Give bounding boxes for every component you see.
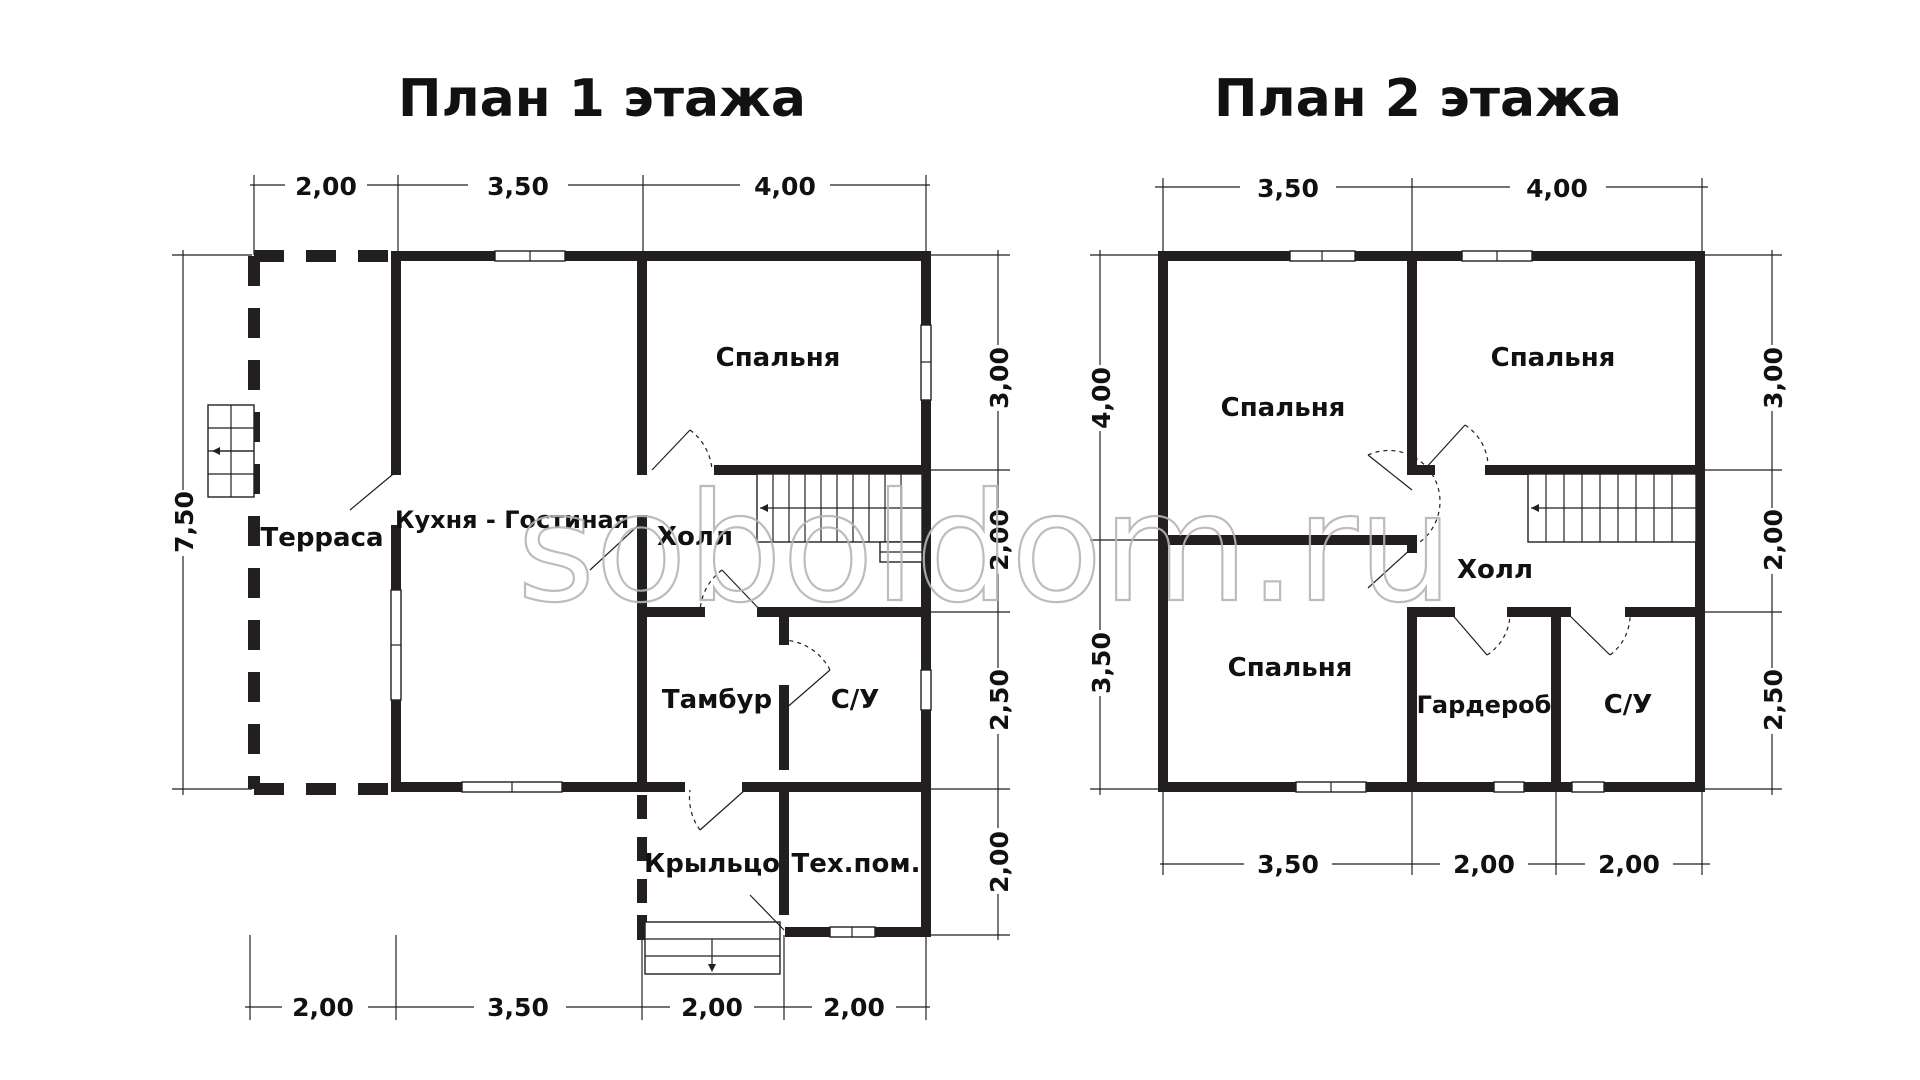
plan-2-windows xyxy=(1289,250,1605,793)
dim-bottom-3: 2,00 xyxy=(681,993,743,1022)
room2-bathroom: С/У xyxy=(1604,690,1653,720)
room-tech: Тех.пом. xyxy=(792,849,921,879)
plan-1-dims-right: 3,00 2,00 2,50 2,00 xyxy=(926,250,1014,940)
dim-top-3: 4,00 xyxy=(754,172,816,201)
room-kitchen-living: Кухня - Гостиная xyxy=(395,506,629,534)
room-terrace: Терраса xyxy=(260,523,383,553)
dim2-top-1: 3,50 xyxy=(1257,174,1319,203)
plan-2-dims-left: 4,00 3,50 xyxy=(1085,250,1163,795)
dim2-left-2: 3,50 xyxy=(1087,632,1116,694)
dim-bottom-1: 2,00 xyxy=(292,993,354,1022)
plan-2-doors xyxy=(1367,424,1631,656)
plan-2-walls xyxy=(1158,251,1705,792)
room2-bedroom-right-top: Спальня xyxy=(1491,343,1616,373)
dim2-left-1: 4,00 xyxy=(1087,367,1116,429)
room-vestibule: Тамбур xyxy=(662,685,772,715)
dim2-bottom-2: 2,00 xyxy=(1453,850,1515,879)
dim-bottom-2: 3,50 xyxy=(487,993,549,1022)
dim-left-1: 7,50 xyxy=(170,491,199,553)
dim2-right-2: 2,00 xyxy=(1759,509,1788,571)
plan-2: План 2 этажа 3,50 4,00 3,50 2,00 2,00 xyxy=(1085,69,1788,880)
plan-2-title: План 2 этажа xyxy=(1214,69,1622,129)
room-bedroom: Спальня xyxy=(716,343,841,373)
dim2-top-2: 4,00 xyxy=(1526,174,1588,203)
dim-bottom-4: 2,00 xyxy=(823,993,885,1022)
room-hall: Холл xyxy=(657,522,733,552)
plan-1-dims-top: 2,00 3,50 4,00 xyxy=(250,168,930,255)
dim2-right-3: 2,50 xyxy=(1759,669,1788,731)
watermark: soboldom.ru xyxy=(517,462,1453,636)
terrace-stairs xyxy=(207,404,255,498)
plan-2-rooms: Спальня Спальня Спальня Холл Гардероб С/… xyxy=(1221,343,1653,720)
room-porch: Крыльцо xyxy=(644,849,780,879)
room-bathroom: С/У xyxy=(831,685,880,715)
porch-stairs xyxy=(644,921,781,975)
plan-1-title: План 1 этажа xyxy=(398,69,806,129)
dim-right-1: 3,00 xyxy=(985,347,1014,409)
dim-right-2: 2,00 xyxy=(985,509,1014,571)
plan-1-rooms: Спальня Терраса Кухня - Гостиная Холл Та… xyxy=(260,343,920,879)
room2-wardrobe: Гардероб xyxy=(1417,691,1552,719)
dim-right-4: 2,00 xyxy=(985,831,1014,893)
plan-2-dims-bottom: 3,50 2,00 2,00 xyxy=(1160,790,1710,880)
room2-bedroom-left-bottom: Спальня xyxy=(1228,653,1353,683)
plan-1-dims-left: 7,50 xyxy=(168,250,252,795)
dim2-right-1: 3,00 xyxy=(1759,347,1788,409)
plan-2-stairs xyxy=(1527,473,1697,543)
dim-top-1: 2,00 xyxy=(295,172,357,201)
plan-1-dims-bottom: 2,00 3,50 2,00 2,00 xyxy=(245,935,930,1022)
terrace-outline xyxy=(248,250,396,795)
room2-bedroom-left-top: Спальня xyxy=(1221,393,1346,423)
dim2-bottom-3: 2,00 xyxy=(1598,850,1660,879)
room2-hall: Холл xyxy=(1457,555,1533,585)
plan-1-doors xyxy=(349,429,831,931)
dim2-bottom-1: 3,50 xyxy=(1257,850,1319,879)
plan-1: План 1 этажа 2,00 3,50 4,00 xyxy=(168,69,1014,1022)
plan-1-hall-stairs xyxy=(756,473,923,563)
plan-2-dims-top: 3,50 4,00 xyxy=(1155,170,1708,255)
plan-2-dims-right: 3,00 2,00 2,50 xyxy=(1702,250,1788,795)
dim-top-2: 3,50 xyxy=(487,172,549,201)
plan-1-windows xyxy=(390,250,932,938)
dim-right-3: 2,50 xyxy=(985,669,1014,731)
